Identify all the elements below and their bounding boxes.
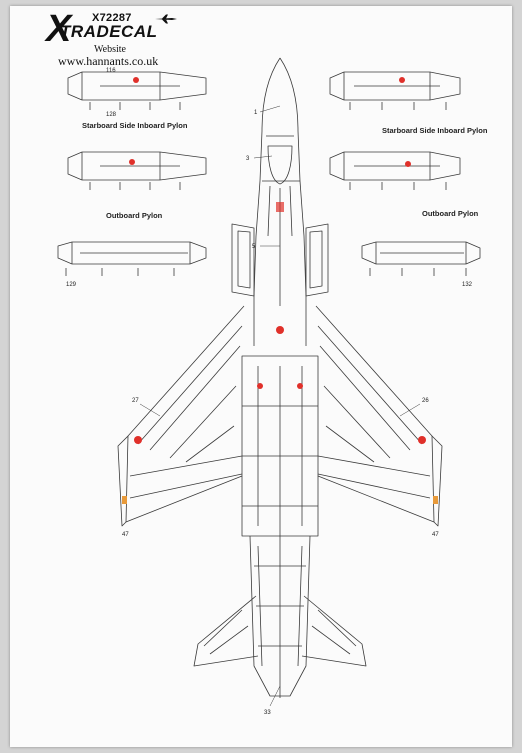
aircraft-planform-diagram: 1 3 5 33 27 26 47 47 116 128 129 132	[57, 57, 481, 716]
pylon-view-top-left	[67, 71, 207, 110]
fuselage-center	[241, 326, 319, 546]
brand-name: TRADECAL	[60, 22, 158, 41]
fuselage-aft	[249, 535, 311, 698]
left-tailplane	[193, 595, 259, 667]
callout-left-tip: 47	[122, 532, 129, 538]
callout-tail: 33	[264, 710, 271, 716]
website-url[interactable]: www.hannants.co.uk	[58, 54, 159, 68]
website-label: Website	[94, 44, 126, 55]
pylon-view-mid-right	[329, 151, 461, 190]
right-wing	[315, 305, 443, 527]
label-starboard-inboard-pylon-right: Starboard Side Inboard Pylon	[382, 126, 488, 135]
jet-icon	[155, 14, 177, 24]
decal-sheet: X X72287 TRADECAL Website www.hannants.c…	[10, 6, 512, 747]
callout-pylon-b: 128	[106, 112, 117, 118]
product-code: X72287	[92, 12, 132, 24]
pylon-view-low-right	[361, 241, 481, 276]
label-outboard-pylon-right: Outboard Pylon	[422, 209, 479, 218]
callout-pylon-c: 129	[66, 282, 77, 288]
pylon-view-top-right	[329, 71, 461, 110]
label-outboard-pylon-left: Outboard Pylon	[106, 211, 163, 220]
callout-nose: 1	[254, 110, 258, 116]
x-logo-mark: X	[46, 8, 72, 50]
callout-left-wing: 27	[132, 398, 139, 404]
callout-pylon-a: 116	[106, 68, 116, 74]
label-starboard-inboard-pylon-left: Starboard Side Inboard Pylon	[82, 121, 188, 130]
callout-numbers: 1 3 5 33 27 26 47 47 116 128 129 132	[66, 68, 473, 716]
callout-right-wing: 26	[422, 398, 429, 404]
xtradecal-logo: X X72287 TRADECAL Website www.hannants.c…	[46, 8, 198, 68]
fuselage-forward	[231, 57, 329, 346]
left-wing	[117, 305, 245, 527]
callout-spine: 5	[252, 244, 256, 250]
callout-pylon-d: 132	[462, 282, 473, 288]
callout-right-tip: 47	[432, 532, 439, 538]
callout-canopy: 3	[246, 156, 250, 162]
callout-leaders	[139, 105, 421, 707]
pylon-view-low-left	[57, 241, 207, 276]
right-tailplane	[301, 595, 367, 667]
pylon-view-mid-left	[67, 151, 207, 190]
